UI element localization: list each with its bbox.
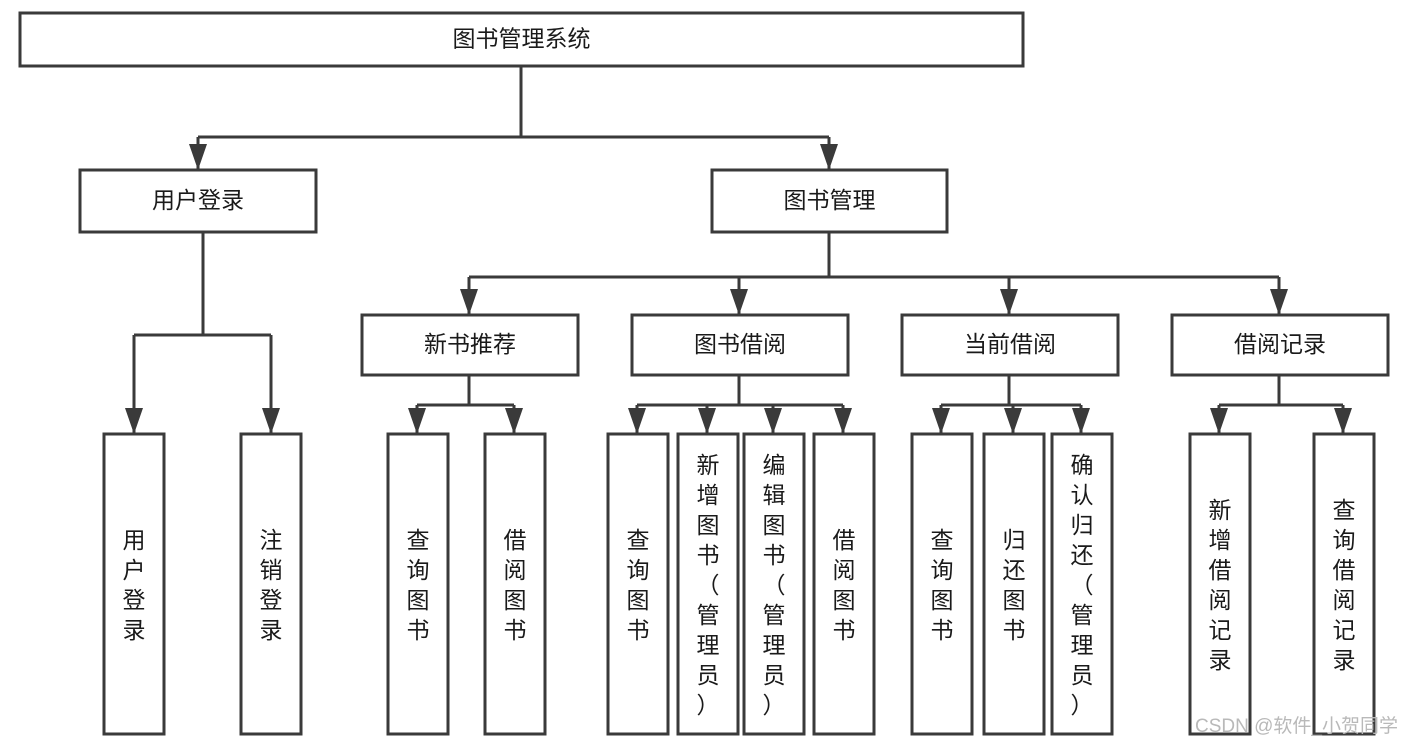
arrow-head-icon bbox=[1270, 289, 1288, 315]
node-label-current-borrow: 当前借阅 bbox=[964, 331, 1056, 357]
node-box-leaf-return-book[interactable] bbox=[982, 432, 1046, 736]
node-leaf-logout[interactable]: 注销登录 bbox=[239, 432, 303, 736]
arrow-head-icon bbox=[628, 408, 646, 434]
node-label-leaf-query-borrow-record: 查询借阅记录 bbox=[1333, 497, 1356, 673]
node-leaf-add-borrow-record[interactable]: 新增借阅记录 bbox=[1188, 432, 1252, 736]
node-leaf-confirm-return[interactable]: 确认归还（管理员） bbox=[1050, 432, 1114, 736]
node-leaf-borrow-book[interactable]: 借阅图书 bbox=[812, 432, 876, 736]
node-box-leaf-borrow-book-recommend[interactable] bbox=[483, 432, 547, 736]
node-box-leaf-add-book[interactable] bbox=[676, 432, 740, 736]
node-label-leaf-borrow-book: 借阅图书 bbox=[833, 527, 856, 643]
arrow-head-icon bbox=[460, 289, 478, 315]
connector-layer bbox=[125, 66, 1352, 434]
node-box-leaf-logout[interactable] bbox=[239, 432, 303, 736]
arrow-head-icon bbox=[698, 408, 716, 434]
arrow-head-icon bbox=[1210, 408, 1228, 434]
node-label-user-login: 用户登录 bbox=[152, 187, 244, 213]
node-leaf-return-book[interactable]: 归还图书 bbox=[982, 432, 1046, 736]
node-label-leaf-logout: 注销登录 bbox=[260, 527, 283, 643]
node-user-login[interactable]: 用户登录 bbox=[78, 168, 318, 234]
node-label-leaf-query-book-recommend: 查询图书 bbox=[407, 527, 430, 643]
node-label-new-book-recommend: 新书推荐 bbox=[424, 331, 516, 357]
node-box-leaf-add-borrow-record[interactable] bbox=[1188, 432, 1252, 736]
node-label-book-management: 图书管理 bbox=[784, 187, 876, 213]
node-new-book-recommend[interactable]: 新书推荐 bbox=[360, 313, 580, 377]
watermark-text: CSDN @软件_小贺同学 bbox=[1195, 715, 1398, 737]
arrow-head-icon bbox=[125, 408, 143, 434]
node-leaf-borrow-book-recommend[interactable]: 借阅图书 bbox=[483, 432, 547, 736]
node-root[interactable]: 图书管理系统 bbox=[18, 11, 1025, 68]
arrow-head-icon bbox=[1072, 408, 1090, 434]
node-leaf-edit-book[interactable]: 编辑图书（管理员） bbox=[742, 432, 806, 736]
node-box-leaf-edit-book[interactable] bbox=[742, 432, 806, 736]
node-box-borrow-record[interactable] bbox=[1170, 313, 1390, 377]
node-borrow-record[interactable]: 借阅记录 bbox=[1170, 313, 1390, 377]
node-box-leaf-borrow-book[interactable] bbox=[812, 432, 876, 736]
node-label-leaf-return-book: 归还图书 bbox=[1003, 527, 1026, 643]
arrow-head-icon bbox=[1004, 408, 1022, 434]
node-label-leaf-query-book-current: 查询图书 bbox=[931, 527, 954, 643]
node-leaf-query-borrow-record[interactable]: 查询借阅记录 bbox=[1312, 432, 1376, 736]
arrow-head-icon bbox=[730, 289, 748, 315]
arrow-head-icon bbox=[820, 144, 838, 170]
node-leaf-add-book[interactable]: 新增图书（管理员） bbox=[676, 432, 740, 736]
node-label-root: 图书管理系统 bbox=[453, 26, 591, 52]
arrow-head-icon bbox=[262, 408, 280, 434]
node-box-root[interactable] bbox=[18, 11, 1025, 68]
node-box-leaf-query-borrow-record[interactable] bbox=[1312, 432, 1376, 736]
node-box-leaf-confirm-return[interactable] bbox=[1050, 432, 1114, 736]
node-label-leaf-confirm-return: 确认归还（管理员） bbox=[1071, 452, 1094, 718]
node-box-leaf-query-book-borrow[interactable] bbox=[606, 432, 670, 736]
node-label-book-borrow: 图书借阅 bbox=[694, 331, 786, 357]
node-label-leaf-query-book-borrow: 查询图书 bbox=[627, 527, 650, 643]
node-box-new-book-recommend[interactable] bbox=[360, 313, 580, 377]
node-layer: 图书管理系统用户登录图书管理新书推荐图书借阅当前借阅借阅记录用户登录注销登录查询… bbox=[18, 11, 1390, 736]
node-current-borrow[interactable]: 当前借阅 bbox=[900, 313, 1120, 377]
node-leaf-query-book-recommend[interactable]: 查询图书 bbox=[386, 432, 450, 736]
node-box-book-management[interactable] bbox=[710, 168, 949, 234]
arrow-head-icon bbox=[932, 408, 950, 434]
node-box-book-borrow[interactable] bbox=[630, 313, 850, 377]
node-label-leaf-add-borrow-record: 新增借阅记录 bbox=[1209, 497, 1232, 673]
node-box-leaf-user-login[interactable] bbox=[102, 432, 166, 736]
node-label-leaf-add-book: 新增图书（管理员） bbox=[697, 452, 720, 718]
node-leaf-query-book-borrow[interactable]: 查询图书 bbox=[606, 432, 670, 736]
node-box-leaf-query-book-current[interactable] bbox=[910, 432, 974, 736]
node-label-leaf-user-login: 用户登录 bbox=[123, 527, 146, 643]
arrow-head-icon bbox=[505, 408, 523, 434]
node-book-borrow[interactable]: 图书借阅 bbox=[630, 313, 850, 377]
node-box-user-login[interactable] bbox=[78, 168, 318, 234]
node-label-borrow-record: 借阅记录 bbox=[1234, 331, 1326, 357]
node-book-management[interactable]: 图书管理 bbox=[710, 168, 949, 234]
arrow-head-icon bbox=[1000, 289, 1018, 315]
node-box-current-borrow[interactable] bbox=[900, 313, 1120, 377]
node-box-leaf-query-book-recommend[interactable] bbox=[386, 432, 450, 736]
arrow-head-icon bbox=[1334, 408, 1352, 434]
node-leaf-user-login[interactable]: 用户登录 bbox=[102, 432, 166, 736]
arrow-head-icon bbox=[834, 408, 852, 434]
node-label-leaf-borrow-book-recommend: 借阅图书 bbox=[504, 527, 527, 643]
arrow-head-icon bbox=[408, 408, 426, 434]
arrow-head-icon bbox=[189, 144, 207, 170]
node-label-leaf-edit-book: 编辑图书（管理员） bbox=[763, 452, 786, 718]
node-leaf-query-book-current[interactable]: 查询图书 bbox=[910, 432, 974, 736]
arrow-head-icon bbox=[764, 408, 782, 434]
